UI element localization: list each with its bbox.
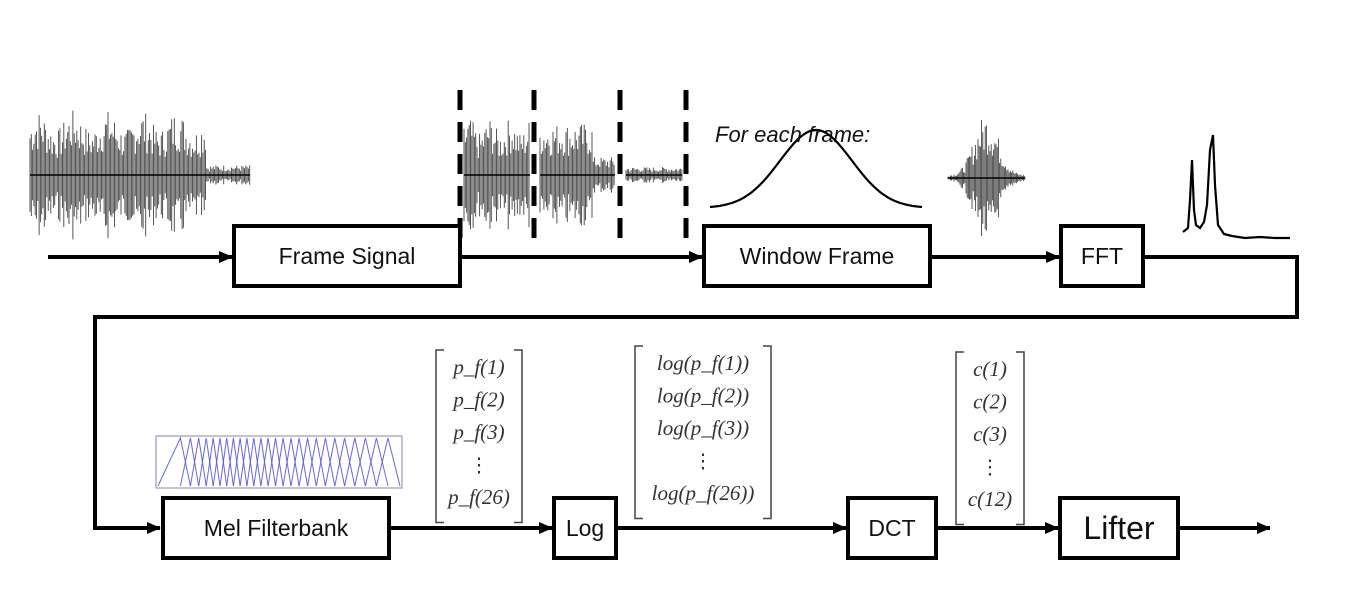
cepstral-vector-row: ⋮ [980,457,1000,479]
connector-fft-to-filterbank [93,255,1299,534]
mel-filterbank-label: Mel Filterbank [204,515,349,541]
mel-filterbank-plot [155,435,403,489]
window-frame-block: Window Frame [702,224,932,288]
dct-label: DCT [868,515,915,541]
log-power-vector-row: log(p_f(2)) [657,384,749,408]
spectrum-plot [1182,134,1290,240]
log-power-vector-row: log(p_f(3)) [657,416,749,440]
cepstral-vector: c(1) c(2) c(3) ⋮ c(12) [955,351,1025,526]
log-power-vector: log(p_f(1)) log(p_f(2)) log(p_f(3)) ⋮ log(p_… [634,345,772,520]
log-power-vector-row: log(p_f(26)) [652,481,755,505]
fft-block: FFT [1059,224,1145,288]
cepstral-vector-row: c(3) [973,422,1007,446]
raw-signal-waveform [29,110,251,240]
power-vector-row: p_f(1) [451,355,504,379]
window-function-curve [709,128,923,209]
log-power-vector-row: log(p_f(1)) [657,351,749,375]
power-vector: p_f(1) p_f(2) p_f(3) ⋮ p_f(26) [435,349,523,524]
log-label: Log [566,515,604,541]
mel-filterbank-block: Mel Filterbank [161,496,391,560]
power-vector-row: p_f(3) [451,420,504,444]
framed-signal-waveforms [463,120,683,230]
log-power-vector-row: ⋮ [693,451,713,473]
power-vector-row: p_f(26) [446,485,510,509]
cepstral-vector-row: c(12) [968,487,1012,511]
lifter-block: Lifter [1058,496,1180,560]
frame-dividers [457,90,689,245]
lifter-label: Lifter [1083,510,1154,546]
log-block: Log [552,496,618,560]
window-caption: For each frame: [715,122,870,147]
cepstral-vector-row: c(2) [973,390,1007,414]
frame-signal-block: Frame Signal [232,224,462,288]
cepstral-vector-row: c(1) [973,357,1007,381]
window-frame-label: Window Frame [740,243,895,269]
frame-signal-label: Frame Signal [279,243,416,269]
dct-block: DCT [846,496,938,560]
power-vector-row: ⋮ [469,455,489,477]
windowed-frame-waveform [947,120,1026,236]
power-vector-row: p_f(2) [451,388,504,412]
fft-label: FFT [1081,243,1123,269]
